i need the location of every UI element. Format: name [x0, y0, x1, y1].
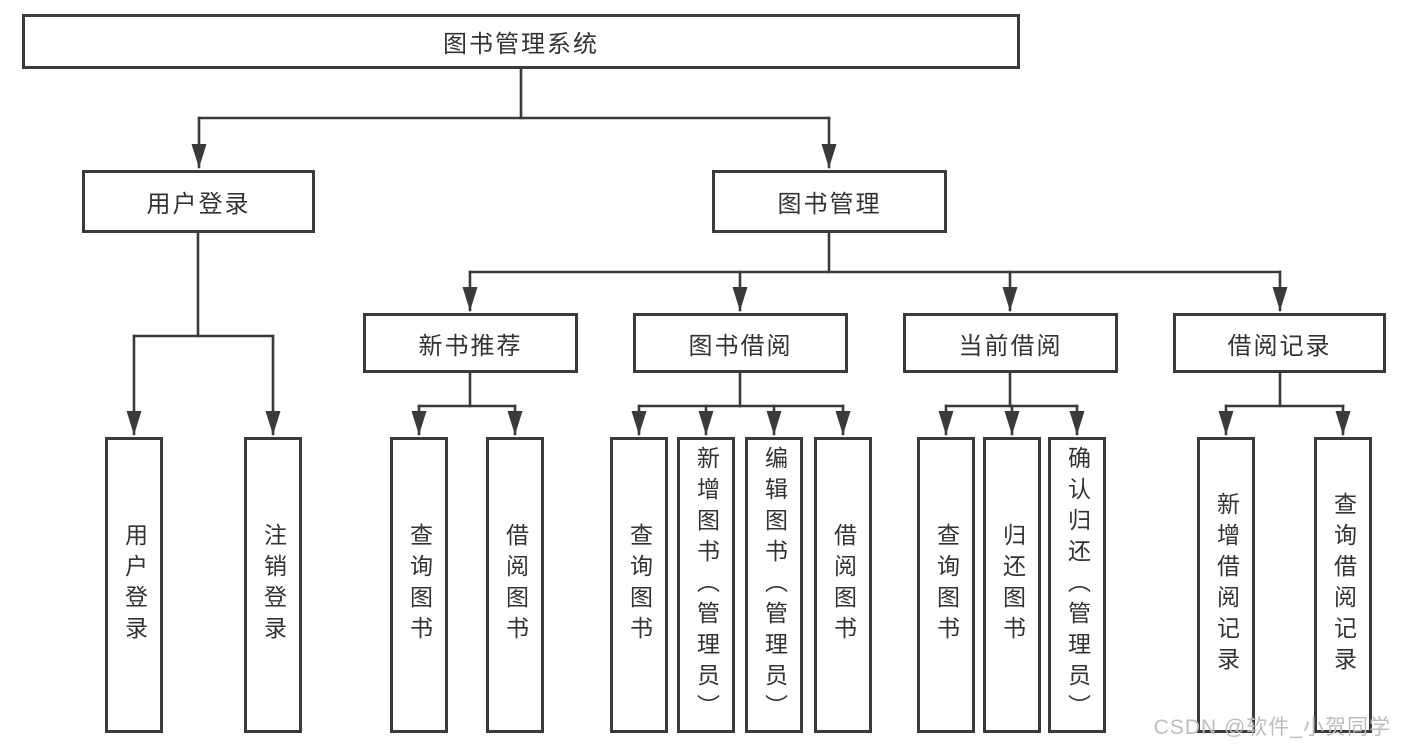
node-current-borrowing: 当前借阅: [903, 313, 1118, 373]
node-borrowing-records: 借阅记录: [1173, 313, 1386, 373]
node-user-login: 用户登录: [82, 170, 315, 233]
leaf-confirm-return-admin: 确认归还（管理员）: [1048, 437, 1106, 733]
watermark: CSDN @软件_小贺同学: [1153, 716, 1391, 739]
leaf-edit-book-admin: 编辑图书（管理员）: [745, 437, 803, 733]
edge-root-to-level2: [191, 67, 837, 169]
leaf-logout-login: 注销登录: [244, 437, 302, 733]
leaf-query-book-borrow: 查询图书: [610, 437, 668, 733]
leaf-return-book: 归还图书: [983, 437, 1041, 733]
edge-book-borrowing-to-leaves: [631, 371, 851, 436]
edge-book-management-to-level3: [462, 231, 1288, 312]
leaf-borrow-book: 借阅图书: [814, 437, 872, 733]
leaf-borrow-book-recommend: 借阅图书: [486, 437, 544, 733]
leaf-query-borrow-record: 查询借阅记录: [1314, 437, 1372, 733]
edge-borrowing-records-to-leaves: [1218, 371, 1351, 436]
leaf-add-borrow-record: 新增借阅记录: [1197, 437, 1255, 733]
node-book-management: 图书管理: [712, 170, 947, 233]
edge-new-book-to-leaves: [411, 371, 523, 436]
leaf-query-book-recommend: 查询图书: [390, 437, 448, 733]
edge-user-login-to-leaves: [126, 231, 281, 436]
node-book-borrowing: 图书借阅: [633, 313, 848, 373]
node-library-system: 图书管理系统: [22, 14, 1020, 69]
leaf-user-login: 用户登录: [105, 437, 163, 733]
edge-current-borrowing-to-leaves: [938, 371, 1085, 436]
node-new-book-recommend: 新书推荐: [363, 313, 578, 373]
leaf-add-book-admin: 新增图书（管理员）: [677, 437, 735, 733]
leaf-query-book-current: 查询图书: [917, 437, 975, 733]
